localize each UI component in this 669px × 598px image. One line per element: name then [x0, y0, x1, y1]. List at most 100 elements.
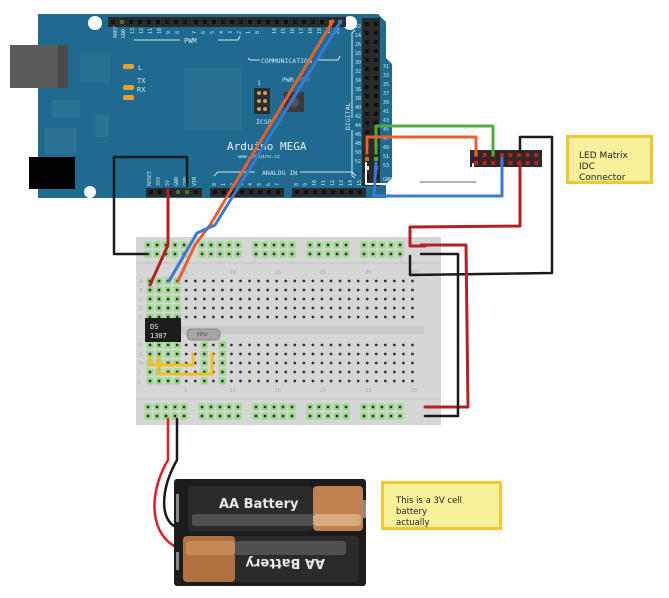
row-label: J	[138, 379, 140, 385]
breadboard-hole	[356, 352, 360, 356]
breadboard-hole	[284, 297, 288, 301]
breadboard-hole	[356, 343, 360, 347]
breadboard-hole	[184, 343, 188, 347]
top-pin-label: GND	[121, 29, 127, 38]
row-label: D	[139, 306, 143, 312]
breadboard-hole	[146, 414, 150, 418]
breadboard-hole	[236, 405, 240, 409]
column-label: 25	[365, 388, 371, 394]
digital-pin-label: 53	[383, 163, 389, 169]
breadboard-hole	[402, 306, 405, 310]
breadboard-hole	[302, 297, 306, 301]
breadboard-hole	[257, 379, 260, 383]
header-pin	[222, 190, 226, 194]
breadboard-hole	[392, 288, 396, 292]
header-pin	[322, 190, 326, 194]
header-pin	[293, 20, 297, 24]
idc-pin	[517, 153, 521, 157]
breadboard-hole	[329, 297, 333, 301]
breadboard-hole	[356, 315, 360, 319]
breadboard-hole	[146, 405, 150, 409]
idc-connector	[470, 150, 542, 167]
header-pin	[111, 20, 115, 24]
breadboard-hole	[275, 379, 279, 383]
breadboard-hole	[293, 352, 297, 356]
note-line-2: actually	[396, 518, 430, 528]
breadboard-hole	[302, 370, 306, 374]
breadboard-hole	[221, 343, 224, 347]
analog-pin-label: 7	[275, 183, 281, 186]
breadboard-hole	[326, 252, 330, 256]
digital-pin	[365, 40, 369, 44]
top-pin-label: 7	[192, 31, 198, 34]
power-pin-label: 3V3	[156, 177, 162, 186]
breadboard-hole	[164, 405, 168, 409]
breadboard-hole	[383, 370, 387, 374]
idc-pin	[491, 161, 496, 165]
digital-pin-label: 30	[355, 60, 361, 66]
breadboard-hole	[365, 370, 369, 374]
status-leds: L TX RX	[123, 64, 146, 100]
breadboard-hole	[374, 315, 378, 319]
icsp-label: ICSP	[256, 118, 272, 126]
breadboard-hole	[211, 315, 215, 319]
column-label: 30	[410, 270, 416, 276]
breadboard-hole	[338, 297, 342, 301]
breadboard-hole	[157, 288, 161, 292]
pwm-label: PWM	[184, 37, 197, 45]
breadboard-hole	[284, 343, 288, 347]
breadboard-hole	[335, 405, 339, 409]
breadboard-hole	[166, 352, 170, 356]
breadboard-hole	[236, 414, 240, 418]
breadboard-hole	[338, 279, 342, 283]
analog-pin-label: 3	[239, 183, 245, 186]
breadboard-hole	[248, 379, 251, 383]
breadboard-hole	[193, 279, 197, 283]
analog-pin-label: 13	[339, 180, 345, 186]
breadboard-hole	[365, 288, 369, 292]
breadboard-hole	[221, 279, 224, 283]
breadboard-hole	[290, 414, 294, 418]
breadboard-hole	[338, 370, 342, 374]
analog-pin-label: 5	[257, 183, 263, 186]
led-l	[123, 64, 134, 69]
breadboard-hole	[266, 315, 270, 319]
digital-pin	[365, 157, 369, 161]
header-pin	[248, 20, 252, 24]
breadboard-hole	[157, 315, 161, 319]
breadboard-hole	[164, 414, 168, 418]
column-label: 20	[320, 270, 326, 276]
breadboard-hole	[175, 288, 179, 292]
breadboard-hole	[392, 361, 396, 365]
breadboard-hole	[320, 315, 324, 319]
analog-pin-label: 4	[248, 183, 254, 186]
breadboard-hole	[239, 370, 242, 374]
note-line-1: This is a 3V cell battery	[396, 496, 463, 517]
header-pin	[295, 190, 299, 194]
digital-pin	[365, 76, 369, 80]
top-pin-label: 6	[201, 31, 207, 34]
breadboard-hole	[383, 343, 387, 347]
breadboard-hole	[236, 243, 240, 247]
idc-pin	[525, 153, 530, 157]
gnd-label: GND	[383, 177, 392, 183]
digital-pin	[374, 22, 378, 26]
breadboard-hole	[347, 352, 351, 356]
breadboard-hole	[347, 370, 351, 374]
breadboard-hole	[356, 306, 360, 310]
breadboard-hole	[411, 279, 414, 283]
breadboard-hole	[230, 343, 233, 347]
breadboard-hole	[193, 306, 197, 310]
wire-red-rail-jumper	[419, 243, 470, 409]
breadboard-hole	[182, 405, 186, 409]
header-pin	[194, 20, 198, 24]
breadboard-hole	[411, 379, 414, 383]
breadboard-hole	[230, 306, 233, 310]
wire-black-rail-jumper	[419, 252, 460, 418]
wire-green-idc	[374, 124, 495, 157]
digital-pin-label: 50	[355, 150, 361, 156]
breadboard-hole	[236, 252, 240, 256]
breadboard-hole	[157, 297, 161, 301]
